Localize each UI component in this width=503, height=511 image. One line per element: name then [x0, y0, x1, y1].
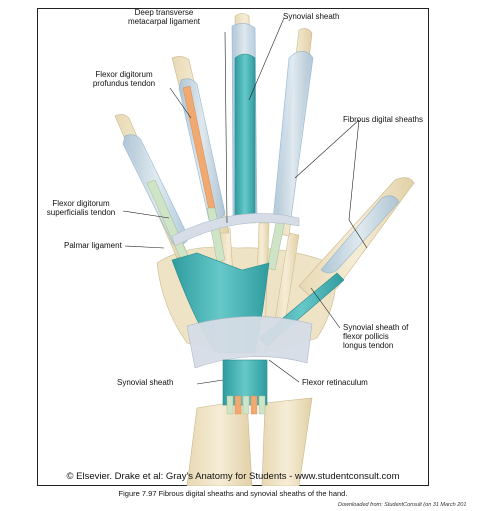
copyright-notice: © Elsevier. Drake et al: Gray's Anatomy … [66, 471, 400, 482]
label-deep-transverse-ligament: Deep transverse metacarpal ligament [127, 8, 201, 26]
label-palmar-ligament: Palmar ligament [64, 241, 122, 250]
label-flexor-retinaculum: Flexor retinaculum [302, 378, 368, 387]
carpal-tunnel-tendons [222, 359, 268, 415]
label-synovial-sheath-top: Synovial sheath [283, 12, 340, 21]
leader-lines [122, 17, 368, 385]
hand-illustration [114, 13, 415, 486]
label-synovial-sheath-bottom: Synovial sheath [117, 378, 174, 387]
label-fds-tendon: Flexor digitorum superficialis tendon [46, 199, 116, 217]
forearm-bones [186, 397, 313, 486]
synovial-sheath-middle-finger [234, 53, 256, 224]
label-fdp-tendon: Flexor digitorum profundus tendon [92, 70, 156, 88]
figure-caption: Figure 7.97 Fibrous digital sheaths and … [118, 489, 348, 498]
label-fpl-synovial-sheath: Synovial sheath of flexor pollicis longu… [343, 323, 409, 350]
download-note: Downloaded from: StudentConsult (on 31 M… [338, 502, 467, 508]
deep-transverse-ligament [171, 213, 300, 247]
label-fibrous-digital-sheaths: Fibrous digital sheaths [343, 115, 424, 124]
